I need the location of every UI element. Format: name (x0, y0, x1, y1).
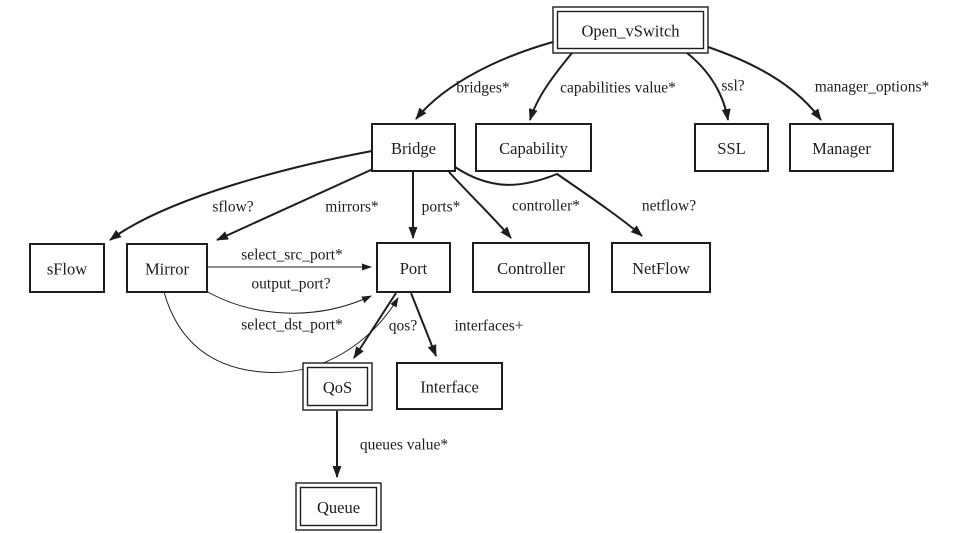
node-mirror-label: Mirror (145, 260, 189, 279)
edge-label-interfaces: interfaces+ (455, 318, 524, 335)
node-sflow: sFlow (29, 243, 105, 293)
node-interface: Interface (396, 362, 503, 410)
node-queue-inner-border (299, 486, 378, 527)
edge-capabilities-arrow (528, 52, 573, 121)
edge-label-sflow: sflow? (212, 199, 253, 216)
node-netflow-border (611, 242, 711, 293)
node-qos-inner-border (306, 366, 369, 407)
node-netflow-label: NetFlow (632, 259, 690, 278)
node-port-label: Port (400, 259, 428, 278)
node-port-border (376, 242, 451, 293)
edges-layer (109, 41, 822, 478)
node-controller-label: Controller (497, 259, 565, 278)
node-netflow: NetFlow (611, 242, 711, 293)
edge-label-bridges: bridges* (456, 80, 510, 97)
edge-interfaces-arrow (410, 292, 437, 357)
node-sflow-label: sFlow (47, 260, 87, 279)
node-manager: Manager (789, 123, 894, 172)
edge-sflow-arrow (109, 150, 373, 241)
node-capability-label: Capability (499, 139, 568, 158)
edge-label-ssl: ssl? (721, 78, 744, 95)
node-ssl: SSL (694, 123, 769, 172)
node-queue-label: Queue (317, 498, 360, 517)
edge-netflow-arrow (454, 166, 643, 237)
edge-label-select_src_port: select_src_port* (241, 247, 343, 264)
node-controller-border (472, 242, 590, 293)
node-controller: Controller (472, 242, 590, 293)
node-capability-border (475, 123, 592, 172)
node-port: Port (376, 242, 451, 293)
edge-qos-arrow (353, 292, 397, 359)
edge-labels-layer: bridges* capabilities value* ssl? manager_o… (212, 78, 929, 454)
edge-label-queues: queues value* (360, 437, 448, 454)
node-ssl-border (694, 123, 769, 172)
node-sflow-border (29, 243, 105, 293)
edge-ssl-arrow (686, 52, 731, 121)
node-ssl-label: SSL (717, 139, 745, 158)
node-capability: Capability (475, 123, 592, 172)
node-manager-border (789, 123, 894, 172)
node-open_vswitch-inner-border (556, 10, 705, 50)
edge-label-mirrors: mirrors* (325, 199, 379, 216)
edge-label-controller: controller* (512, 198, 580, 215)
edge-output_port-arrow (205, 290, 372, 314)
edge-label-manager_options: manager_options* (815, 79, 930, 96)
node-interface-label: Interface (420, 378, 479, 397)
node-manager-label: Manager (812, 139, 871, 158)
edge-label-select_dst_port: select_dst_port* (241, 317, 343, 334)
node-bridge: Bridge (371, 123, 456, 172)
edge-bridges-arrow (415, 41, 554, 120)
node-open_vswitch: Open_vSwitch (552, 6, 709, 54)
node-interface-border (396, 362, 503, 410)
edge-label-netflow: netflow? (642, 198, 696, 215)
node-mirror: Mirror (126, 243, 208, 293)
edge-label-ports: ports* (422, 199, 461, 216)
node-open_vswitch-label: Open_vSwitch (581, 22, 680, 41)
edge-mirrors-arrow (216, 168, 374, 241)
node-bridge-border (371, 123, 456, 172)
edge-label-capabilities: capabilities value* (560, 80, 676, 97)
node-qos: QoS (302, 362, 373, 411)
edge-controller-arrow (448, 171, 512, 239)
edge-label-qos: qos? (389, 318, 418, 335)
edge-manager_options-arrow (707, 46, 822, 121)
node-queue: Queue (295, 482, 382, 531)
node-mirror-border (126, 243, 208, 293)
node-qos-label: QoS (323, 378, 352, 397)
edge-label-output_port: output_port? (251, 276, 330, 293)
node-bridge-label: Bridge (391, 139, 436, 158)
